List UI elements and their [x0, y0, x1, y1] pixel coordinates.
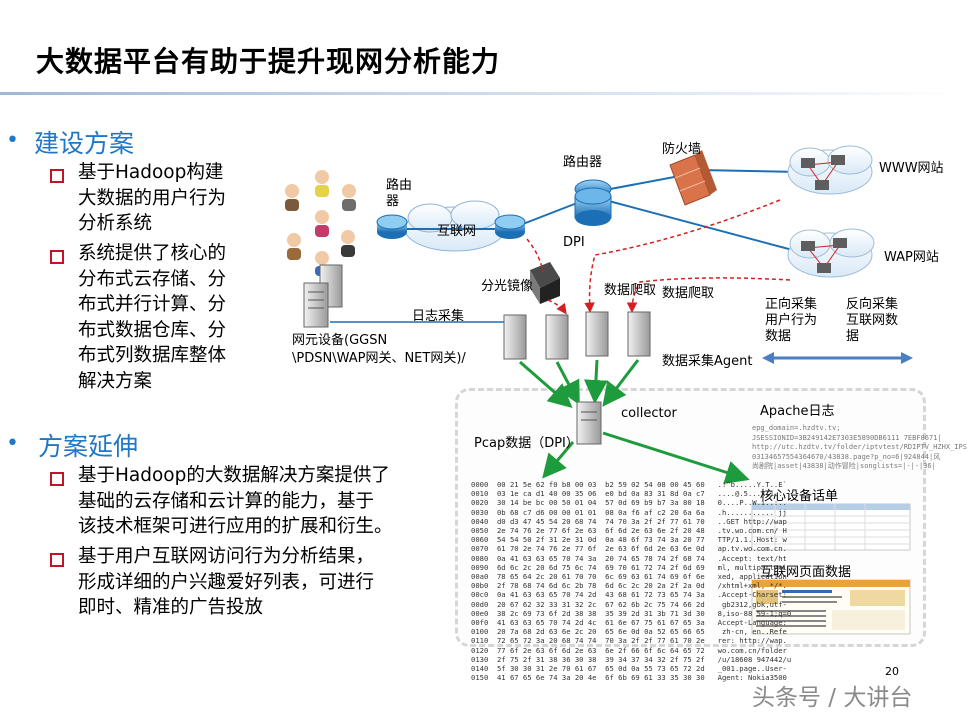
bullet-line: 大数据的用户行为 [78, 187, 227, 209]
label-line: 据 [846, 329, 860, 344]
router-top-label: 路由器 [563, 155, 603, 170]
core-cdr-thumbnail [751, 503, 911, 551]
title-divider [0, 92, 960, 95]
section-dot: • [6, 431, 19, 456]
wap-cloud [787, 228, 875, 278]
bullet-marker [50, 169, 64, 183]
internet-label: 互联网 [437, 224, 477, 239]
www-cloud [787, 145, 873, 195]
section-heading-extension: 方案延伸 [38, 432, 139, 461]
bullet-text: 基于用户互联网访问行为分析结果， 形成详细的户兴趣爱好列表，可进行 即时、精准的… [78, 544, 374, 621]
router-dpi [574, 179, 612, 226]
pcap-label: Pcap数据（DPI） [474, 436, 579, 451]
web-data-label: 互联网页面数据 [760, 565, 852, 580]
user-icons [285, 170, 356, 276]
router-left [376, 214, 408, 239]
web-page-thumbnail [751, 579, 911, 635]
bullet-line: 布式数据仓库、分 [78, 319, 227, 341]
label-line: 路由 [386, 178, 413, 193]
label-line: 用户行为 [765, 313, 818, 328]
agent-label: 数据采集Agent [662, 354, 753, 369]
network-element-label: 网元设备(GGSN \PDSN\WAP网关、NET网关)/ [292, 332, 466, 368]
bullet-line: 分析系统 [78, 213, 153, 234]
bullet-line: 基于Hadoop构建 [78, 162, 224, 183]
label-line: 正向采集 [765, 297, 818, 312]
apache-log-text: epg_domain=.hzdtv.tv; JSESSIONID=3B24914… [752, 424, 967, 471]
agent-servers [503, 311, 651, 360]
watermark: 头条号 / 大讲台 [752, 685, 913, 711]
bullet-line: 解决方案 [78, 370, 153, 392]
apache-log-label: Apache日志 [760, 404, 835, 419]
bullet-line: 基于Hadoop的大数据解决方案提供了 [78, 465, 390, 486]
dpi-label: DPI [563, 235, 585, 250]
optical-splitter-icon [530, 262, 560, 304]
www-site-label: WWW网站 [879, 161, 944, 176]
label-line: 互联网数 [846, 313, 899, 328]
label-line: 器 [386, 194, 400, 209]
label-line: 反向采集 [846, 297, 899, 312]
network-element-servers [303, 264, 343, 328]
router-left-label: 路由 器 [386, 178, 412, 210]
router-middle [494, 214, 526, 239]
two-way-arrow [762, 352, 913, 364]
bullet-marker [50, 250, 64, 264]
internet-cloud [404, 200, 506, 252]
crawl-label-2: 数据爬取 [662, 286, 715, 301]
bullet-line: 基础的云存储和云计算的能力，基于 [78, 490, 375, 512]
bullet-line: 即时、精准的广告投放 [78, 597, 264, 618]
bullet-line: 形成详细的户兴趣爱好列表，可进行 [78, 571, 375, 593]
bullet-marker [50, 472, 64, 486]
collector-server [576, 401, 602, 445]
bullet-text: 系统提供了核心的 分布式云存储、分 布式并行计算、分 布式数据仓库、分 布式列数… [78, 241, 226, 394]
section-heading-plan: 建设方案 [34, 129, 135, 158]
label-line: 网元设备(GGSN [292, 333, 388, 348]
bullet-line: 基于用户互联网访问行为分析结果， [78, 546, 375, 567]
log-collect-label: 日志采集 [412, 309, 465, 324]
firewall-icon [669, 150, 717, 206]
bullet-line: 系统提供了核心的 [78, 243, 227, 264]
bullet-text: 基于Hadoop构建 大数据的用户行为 分析系统 [78, 160, 226, 237]
bullet-line: 该技术框架可进行应用的扩展和衍生。 [78, 516, 393, 537]
section-dot: • [6, 128, 19, 153]
bullet-text: 基于Hadoop的大数据解决方案提供了 基础的云存储和云计算的能力，基于 该技术… [78, 463, 393, 540]
page-number: 20 [885, 665, 899, 678]
splitter-label: 分光镜像 [481, 279, 534, 294]
flow-arrows [519, 359, 750, 484]
pcap-hex-dump: 0000 00 21 5e 62 f0 b8 00 03 b2 59 02 54… [471, 480, 792, 683]
crawl-label-1: 数据爬取 [604, 283, 657, 298]
wap-site-label: WAP网站 [884, 250, 939, 265]
collector-label: collector [621, 406, 677, 421]
label-line: 数据 [765, 329, 792, 344]
page-title: 大数据平台有助于提升现网分析能力 [36, 45, 501, 78]
bullet-line: 分布式云存储、分 [78, 268, 227, 290]
reverse-collect-label: 反向采集 互联网数 据 [846, 297, 898, 345]
core-cdr-label: 核心设备话单 [760, 489, 839, 504]
label-line: \PDSN\WAP网关、NET网关)/ [292, 351, 466, 366]
bullet-line: 布式并行计算、分 [78, 294, 227, 315]
forward-collect-label: 正向采集 用户行为 数据 [765, 297, 817, 345]
firewall-label: 防火墙 [662, 142, 702, 157]
bullet-line: 布式列数据库整体 [78, 345, 227, 366]
bullet-marker [50, 553, 64, 567]
